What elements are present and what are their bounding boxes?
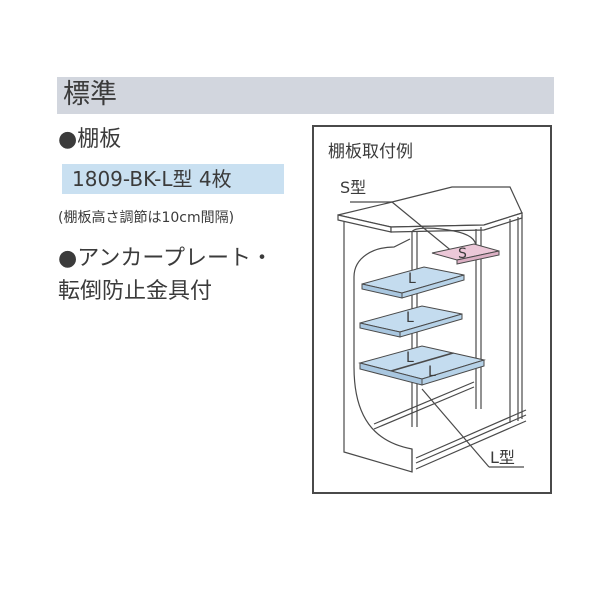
- l-shelf-1: [361, 266, 465, 299]
- s-shelf-mark: S: [458, 246, 467, 262]
- anchor-heading-line2: 転倒防止金具付: [58, 279, 213, 304]
- shelf-height-note: (棚板高さ調節は10cm間隔): [58, 210, 235, 226]
- l-shelf-mark-4: L: [428, 364, 436, 380]
- section-header: 標準: [57, 77, 554, 114]
- l-type-label: L型: [490, 448, 515, 467]
- l-shelf-mark-1: L: [408, 271, 416, 287]
- anchor-heading-line1: ●アンカープレート・: [58, 246, 273, 271]
- shelf-installation-diagram: 棚板取付例: [312, 125, 552, 494]
- shelf-spec-box: 1809-BK-L型 4枚: [62, 164, 284, 194]
- s-type-label: S型: [340, 178, 367, 197]
- l-shelf-3: [358, 345, 486, 386]
- section-title: 標準: [63, 79, 117, 110]
- shelf-heading: ●棚板: [58, 127, 122, 152]
- l-shelf-mark-2: L: [406, 310, 414, 326]
- shelf-spec-text: 1809-BK-L型 4枚: [72, 167, 232, 191]
- l-shelf-2: [359, 305, 463, 338]
- storage-shed-illustration: [337, 186, 527, 473]
- diagram-title: 棚板取付例: [328, 142, 413, 162]
- s-shelf: [431, 243, 500, 265]
- l-shelf-mark-3: L: [406, 350, 414, 366]
